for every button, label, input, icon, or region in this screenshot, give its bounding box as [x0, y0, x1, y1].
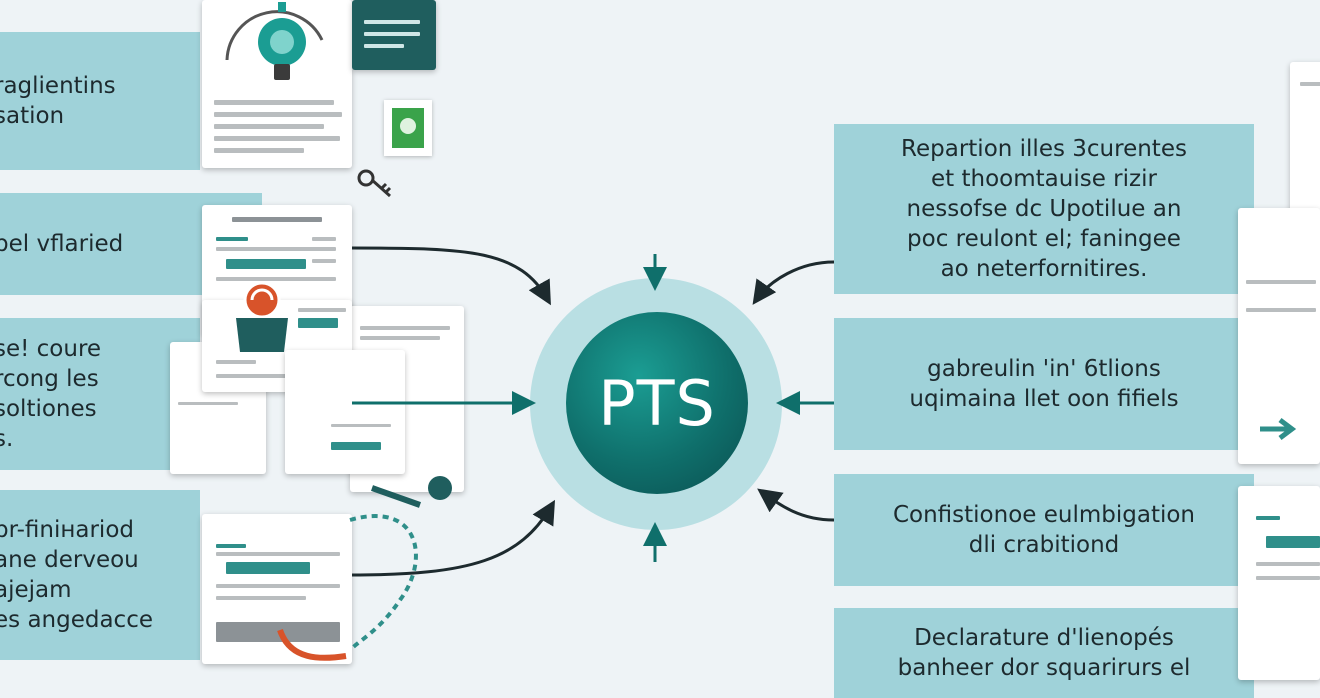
document-bottom: [202, 514, 352, 664]
left-box-4-text: br-finінarіod ane dervеou ајеjam es ange…: [0, 517, 154, 633]
right-box-3: Confistionoe eulmbigation dli crabitiond: [834, 474, 1254, 586]
cable-decoration: [277, 628, 347, 661]
connectors: [277, 246, 835, 661]
connector-left-2: [351, 246, 551, 306]
lightbulb-icon: [225, 2, 324, 80]
key-decoration: [370, 485, 422, 508]
left-box-3: se! coure rcong les soltiones s.: [0, 318, 200, 470]
right-box-1-text: Repartion illes 3curentes et thoomtauise…: [901, 136, 1187, 282]
leaf-badge-icon: [384, 100, 432, 156]
document-form: [285, 350, 405, 474]
left-box-3-text: se! coure rcong les soltiones s.: [0, 336, 102, 452]
left-box-1: raglientins sation: [0, 32, 200, 170]
right-box-2-text: gabreulin 'in' 6tlions uqimaina llet oon…: [909, 356, 1179, 412]
left-box-1-text: raglientins sation: [0, 73, 116, 129]
right-box-4-text: Declarature d'lienopés banheer dor squar…: [897, 625, 1191, 681]
document-top: [202, 0, 352, 168]
connector-left-4: [351, 499, 556, 577]
stamp-icon: [232, 281, 292, 354]
right-box-3-text: Confistionoe eulmbigation dli crabitiond: [892, 502, 1196, 558]
connector-right-1: [752, 260, 835, 305]
document-mini-teal: [352, 0, 436, 70]
left-box-4: br-finінarіod ane dervеou ајеjam es ange…: [0, 490, 200, 660]
right-box-2: gabreulin 'in' 6tlions uqimaina llet oon…: [834, 318, 1254, 450]
chain-decoration: [348, 514, 418, 652]
right-box-1: Repartion illes 3curentes et thoomtauise…: [834, 124, 1254, 294]
arrow-right-icon: [1258, 416, 1302, 442]
left-box-2-text: bel vflaried: [0, 231, 124, 257]
hub-label: PTS: [598, 366, 716, 440]
key-icon: [356, 168, 396, 198]
hub-circle: PTS: [566, 312, 748, 494]
document-right-mid: [1238, 208, 1320, 464]
document-right-bottom: [1238, 486, 1320, 680]
connector-right-3: [757, 488, 835, 522]
